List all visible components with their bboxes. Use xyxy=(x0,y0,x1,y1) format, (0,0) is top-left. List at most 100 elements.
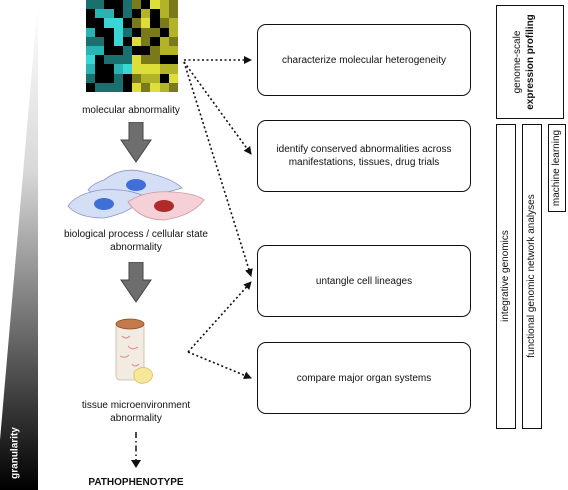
molecular-abnormality-label: molecular abnormality xyxy=(82,105,180,116)
heatmap-cell xyxy=(104,64,114,74)
heatmap-cell xyxy=(113,64,123,74)
goal-text: untangle cell lineages xyxy=(315,275,413,287)
heatmap-cell xyxy=(159,64,169,74)
heatmap-cell xyxy=(141,27,151,37)
heatmap-cell xyxy=(95,18,105,28)
heatmap-cell xyxy=(159,55,169,65)
heatmap-cell xyxy=(150,64,160,74)
heatmap-cell xyxy=(86,82,96,92)
heatmap-cell xyxy=(104,0,114,10)
heatmap-cell xyxy=(104,55,114,65)
heatmap-cell xyxy=(122,0,132,10)
heatmap-cell xyxy=(122,45,132,56)
method-ml-label: machine learning xyxy=(551,129,562,207)
heatmap-cell xyxy=(159,82,169,92)
heatmap-cell xyxy=(150,18,160,28)
heatmap-cell xyxy=(168,64,178,74)
heatmap-cell xyxy=(168,18,178,28)
heatmap-cell xyxy=(113,36,123,46)
heatmap-cell xyxy=(159,27,169,37)
heatmap-cell xyxy=(113,0,123,10)
heatmap-cell xyxy=(86,64,96,74)
heatmap-cell xyxy=(104,45,114,56)
heatmap-cell xyxy=(150,0,160,10)
heatmap-cell xyxy=(150,36,160,46)
heatmap-cell xyxy=(131,36,142,46)
method-integrative-label: integrative genomics xyxy=(500,230,511,322)
heatmap-cell xyxy=(159,9,169,19)
heatmap-cell xyxy=(131,64,142,74)
heatmap-cell xyxy=(131,27,142,37)
cellular-abnormality-label: biological process / cellular state abno… xyxy=(64,229,208,253)
goal-text: identify conserved abnormalities across … xyxy=(276,144,452,168)
heatmap-cell xyxy=(95,45,105,56)
heatmap-cell xyxy=(113,73,123,83)
heatmap-cell xyxy=(131,55,142,65)
method-profiling-box xyxy=(496,5,564,119)
goal-box-conserved: identify conserved abnormalities across … xyxy=(257,120,471,192)
heatmap-cell xyxy=(159,18,169,28)
heatmap-cell xyxy=(122,36,132,46)
tissue-illustration xyxy=(115,318,153,384)
heatmap-cell xyxy=(168,55,178,65)
heatmap-cell xyxy=(122,73,132,83)
goal-box-lineages: untangle cell lineages xyxy=(257,245,471,317)
heatmap-cell xyxy=(86,9,96,19)
heatmap-cell xyxy=(122,64,132,74)
heatmap-cell xyxy=(141,45,151,56)
heatmap-cell xyxy=(159,45,169,56)
heatmap-cell xyxy=(150,45,160,56)
heatmap-cell xyxy=(131,73,142,83)
heatmap-cell xyxy=(150,27,160,37)
heatmap-cell xyxy=(159,0,169,10)
heatmap-cell xyxy=(86,45,96,56)
granularity-gradient xyxy=(0,0,38,490)
heatmap-cell xyxy=(168,9,178,19)
heatmap-cell xyxy=(113,45,123,56)
heatmap-image xyxy=(86,0,178,92)
heatmap-cell xyxy=(95,36,105,46)
heatmap-cell xyxy=(141,82,151,92)
goal-text: characterize molecular heterogeneity xyxy=(282,54,446,66)
heatmap-cell xyxy=(150,73,160,83)
heatmap-cell xyxy=(113,55,123,65)
heatmap-cell xyxy=(122,55,132,65)
heatmap-cell xyxy=(122,82,132,92)
method-network-label: functional genomic network analyses xyxy=(526,194,537,358)
heatmap-cell xyxy=(141,64,151,74)
heatmap-cell xyxy=(104,36,114,46)
heatmap-cell xyxy=(104,73,114,83)
goal-box-heterogeneity: characterize molecular heterogeneity xyxy=(257,24,471,96)
heatmap-cell xyxy=(141,9,151,19)
heatmap-cell xyxy=(168,45,178,56)
heatmap-cell xyxy=(122,27,132,37)
heatmap-cell xyxy=(86,18,96,28)
heatmap-cell xyxy=(104,18,114,28)
heatmap-cell xyxy=(141,0,151,10)
pathophenotype-label: PATHOPHENOTYPE xyxy=(88,477,184,488)
heatmap-cell xyxy=(141,73,151,83)
heatmap-cell xyxy=(159,36,169,46)
heatmap-cell xyxy=(86,73,96,83)
method-integrative-box xyxy=(496,124,516,429)
heatmap-cell xyxy=(131,45,142,56)
heatmap-cell xyxy=(168,0,178,10)
down-arrow-icon xyxy=(120,122,152,163)
heatmap-cell xyxy=(141,18,151,28)
heatmap-cell xyxy=(141,36,151,46)
heatmap-cell xyxy=(168,73,178,83)
method-ml-box xyxy=(548,124,566,212)
heatmap-cell xyxy=(168,82,178,92)
heatmap-cell xyxy=(113,27,123,37)
goal-box-organ-systems: compare major organ systems xyxy=(257,342,471,414)
heatmap-cell xyxy=(141,55,151,65)
heatmap-cell xyxy=(122,18,132,28)
heatmap-cell xyxy=(95,82,105,92)
heatmap-cell xyxy=(95,64,105,74)
heatmap-cell xyxy=(113,82,123,92)
tissue-abnormality-label: tissue microenvironment abnormality xyxy=(81,400,191,424)
method-profiling-line1: genome-scale xyxy=(512,30,523,94)
heatmap-cell xyxy=(95,55,105,65)
heatmap-cell xyxy=(168,36,178,46)
